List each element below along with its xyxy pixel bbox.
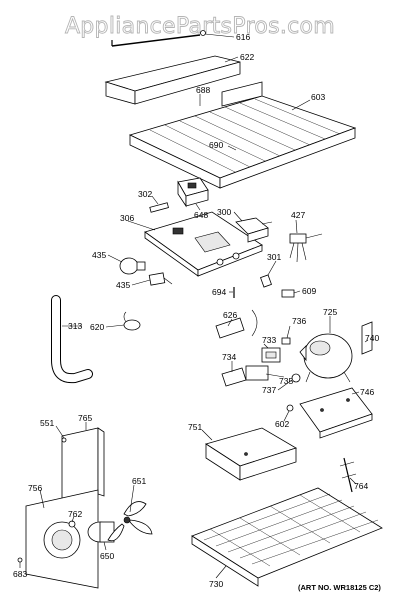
compressor-725 bbox=[299, 333, 353, 383]
label-435-socket: 435 bbox=[116, 280, 130, 290]
part-302 bbox=[149, 202, 169, 213]
duct-622 bbox=[104, 55, 241, 105]
label-725: 725 bbox=[323, 307, 337, 317]
label-313: 313 bbox=[68, 321, 82, 331]
part-764 bbox=[339, 457, 357, 493]
art-number: (ART NO. WR18125 C2) bbox=[298, 583, 381, 592]
condenser-730 bbox=[191, 487, 383, 587]
label-734: 734 bbox=[222, 352, 236, 362]
label-651: 651 bbox=[132, 476, 146, 486]
label-765: 765 bbox=[78, 413, 92, 423]
label-616: 616 bbox=[236, 32, 250, 42]
relay-733 bbox=[261, 347, 281, 363]
watermark: AppliancePartsPros.com bbox=[65, 14, 335, 39]
part-735 bbox=[245, 365, 269, 381]
label-736: 736 bbox=[292, 316, 306, 326]
part-740 bbox=[361, 321, 373, 355]
part-762 bbox=[68, 520, 76, 528]
mounting-plate-746 bbox=[299, 387, 373, 439]
rod-616 bbox=[111, 30, 206, 47]
part-737 bbox=[291, 373, 301, 383]
fan-shroud-756 bbox=[25, 489, 99, 589]
label-603: 603 bbox=[311, 92, 325, 102]
label-300: 300 bbox=[217, 207, 231, 217]
part-labels: 616 622 688 603 690 302 648 306 300 427 … bbox=[13, 32, 379, 589]
fan-blade-651 bbox=[107, 501, 153, 542]
label-694: 694 bbox=[212, 287, 226, 297]
label-622: 622 bbox=[240, 52, 254, 62]
label-602: 602 bbox=[275, 419, 289, 429]
label-746: 746 bbox=[360, 387, 374, 397]
label-620: 620 bbox=[90, 322, 104, 332]
part-734 bbox=[221, 367, 247, 387]
label-740: 740 bbox=[365, 333, 379, 343]
drain-pan-751 bbox=[205, 427, 297, 481]
label-683: 683 bbox=[13, 569, 27, 579]
part-551 bbox=[61, 437, 67, 443]
label-301: 301 bbox=[267, 252, 281, 262]
switch-300 bbox=[235, 217, 273, 243]
connector-427 bbox=[289, 233, 323, 263]
label-306: 306 bbox=[120, 213, 134, 223]
part-301 bbox=[260, 274, 272, 288]
label-690: 690 bbox=[209, 140, 223, 150]
light-socket-435 bbox=[148, 272, 173, 286]
label-737: 737 bbox=[262, 385, 276, 395]
label-730: 730 bbox=[209, 579, 223, 589]
label-756: 756 bbox=[28, 483, 42, 493]
label-551: 551 bbox=[40, 418, 54, 428]
part-736 bbox=[281, 337, 291, 345]
leader-lines bbox=[19, 33, 369, 579]
label-764: 764 bbox=[354, 481, 368, 491]
label-648: 648 bbox=[194, 210, 208, 220]
label-650: 650 bbox=[100, 551, 114, 561]
defrost-timer-648 bbox=[177, 177, 209, 208]
label-733: 733 bbox=[262, 335, 276, 345]
label-688: 688 bbox=[196, 85, 210, 95]
light-bulb-435 bbox=[119, 257, 146, 275]
control-housing-306 bbox=[144, 211, 263, 277]
part-626 bbox=[215, 309, 258, 339]
label-435-bulb: 435 bbox=[92, 250, 106, 260]
label-751: 751 bbox=[188, 422, 202, 432]
label-302: 302 bbox=[138, 189, 152, 199]
label-626: 626 bbox=[223, 310, 237, 320]
label-609: 609 bbox=[302, 286, 316, 296]
evaporator-shelf-603 bbox=[128, 81, 357, 189]
part-602 bbox=[286, 404, 294, 412]
label-427: 427 bbox=[291, 210, 305, 220]
label-735: 735 bbox=[279, 376, 293, 386]
drain-tube-313 bbox=[51, 295, 93, 384]
part-609 bbox=[281, 289, 295, 298]
label-762: 762 bbox=[68, 509, 82, 519]
part-620 bbox=[123, 311, 141, 331]
screw-683 bbox=[17, 557, 23, 563]
